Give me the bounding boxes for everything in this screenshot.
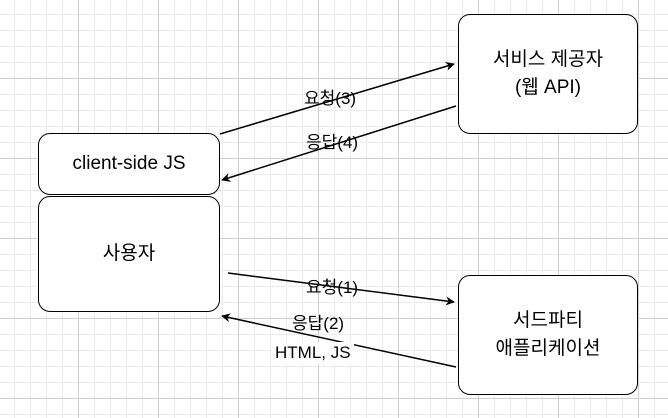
label-response-4: 응답(4): [306, 133, 359, 152]
service-provider-subtitle: (웹 API): [514, 77, 582, 98]
arrow-request-3: [219, 62, 455, 135]
user-label: 사용자: [102, 243, 156, 265]
arrow-response-2: [221, 313, 457, 368]
client-side-js-label: client-side JS: [72, 153, 186, 175]
arrow-response-4: [221, 105, 457, 182]
user-node: 사용자: [38, 196, 220, 312]
arrow-request-1: [227, 272, 455, 306]
label-request-3: 요청(3): [304, 89, 357, 108]
third-party-subtitle: 애플리케이션: [495, 338, 601, 359]
client-side-js-node: client-side JS: [38, 133, 220, 195]
label-response-2: 응답(2): [292, 314, 345, 333]
label-request-1: 요청(1): [306, 278, 359, 297]
service-provider-title: 서비스 제공자: [492, 49, 604, 71]
service-provider-node: 서비스 제공자 (웹 API): [458, 14, 638, 134]
label-response-2-html-js: HTML, JS: [272, 342, 354, 364]
third-party-app-node: 서드파티 애플리케이션: [458, 275, 638, 395]
third-party-title: 서드파티: [513, 310, 583, 332]
